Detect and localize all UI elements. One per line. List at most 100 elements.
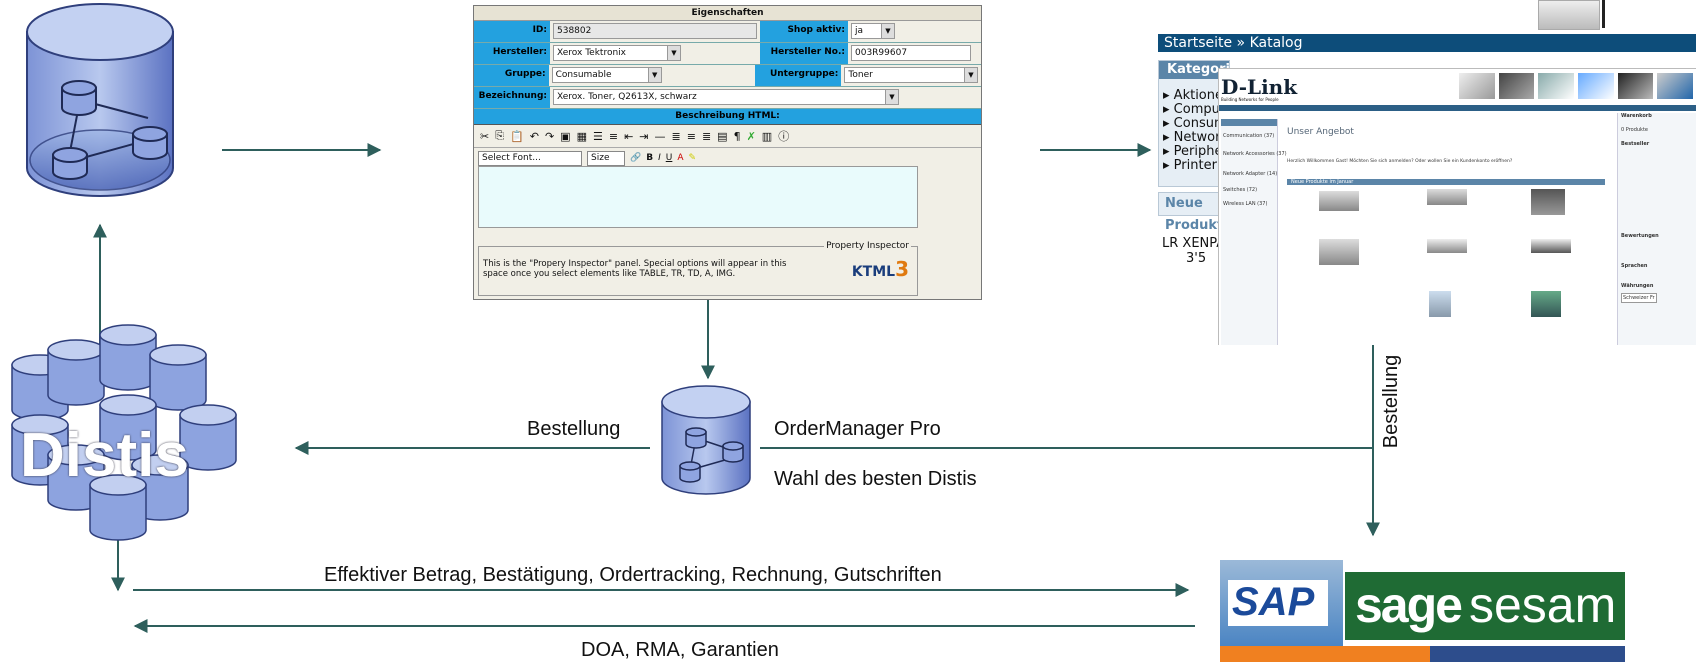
indent-icon[interactable]: ⇥ xyxy=(639,129,649,143)
clean-icon[interactable]: ✗ xyxy=(746,129,756,143)
shop-select[interactable]: ja ▼ xyxy=(851,23,895,39)
properties-panel: Eigenschaften ID: 538802 Shop aktiv: ja … xyxy=(473,5,982,300)
shop-label: Shop aktiv: xyxy=(760,21,848,42)
editor-content-area[interactable] xyxy=(478,166,918,228)
numbered-list-icon[interactable]: ≡ xyxy=(608,129,619,143)
breadcrumb[interactable]: Startseite » Katalog xyxy=(1158,34,1696,52)
neue-produkte-bar: Neue Produkte im Januar xyxy=(1287,179,1605,185)
inner-sidebar-head xyxy=(1221,119,1277,126)
source-icon[interactable]: ▥ xyxy=(761,129,773,143)
undo-icon[interactable]: ↶ xyxy=(529,129,539,143)
product-image[interactable] xyxy=(1429,291,1451,317)
banner-image xyxy=(1498,73,1535,99)
untergruppe-label: Untergruppe: xyxy=(754,65,842,86)
bestellung-label-left: Bestellung xyxy=(527,418,621,440)
paragraph-icon[interactable]: ¶ xyxy=(733,129,741,143)
help-icon[interactable]: ⓘ xyxy=(778,130,790,143)
highlight-icon[interactable]: ✎ xyxy=(688,153,697,163)
inner-nav-bar xyxy=(1219,105,1696,111)
editor-toolbar: ✂ ⎘ 📋 ↶ ↷ ▣ ▦ ☰ ≡ ⇤ ⇥ — ≣ ≡ ≣ ▤ ¶ ✗ ▥ ⓘ xyxy=(474,125,981,148)
text-color-icon[interactable]: A xyxy=(677,153,684,163)
italic-icon[interactable]: I xyxy=(658,153,661,163)
herstellerno-label: Hersteller No.: xyxy=(760,43,848,64)
ktml-logo-text: KTML xyxy=(851,264,896,280)
inspector-title: Property Inspector xyxy=(824,241,911,251)
table-icon[interactable]: ▦ xyxy=(576,129,587,143)
banner-image xyxy=(1578,73,1614,99)
sap-logo-plate xyxy=(1228,580,1328,626)
ktml-version: 3 xyxy=(895,257,909,281)
currency-select[interactable]: Schweizer Fr xyxy=(1621,293,1657,303)
hr-icon[interactable]: — xyxy=(654,129,666,143)
row-id: ID: 538802 Shop aktiv: ja ▼ xyxy=(474,21,981,43)
panel-title: Eigenschaften xyxy=(474,6,981,21)
banner-image xyxy=(1617,73,1654,99)
paste-icon[interactable]: 📋 xyxy=(510,129,524,143)
link-icon[interactable]: 🔗 xyxy=(630,153,642,163)
redo-icon[interactable]: ↷ xyxy=(544,129,555,143)
outdent-icon[interactable]: ⇤ xyxy=(624,129,634,143)
inspector-text: This is the "Propery Inspector" panel. S… xyxy=(483,259,787,279)
chevron-down-icon: ▼ xyxy=(881,24,894,38)
logo-strip-blue xyxy=(1430,646,1625,662)
wahl-label: Wahl des besten Distis xyxy=(774,468,977,490)
id-label: ID: xyxy=(474,21,550,42)
banner-image xyxy=(1657,73,1694,99)
category-item[interactable]: ▸ Aktionen xyxy=(1163,88,1232,103)
copy-icon[interactable]: ⎘ xyxy=(495,129,505,142)
effektiver-label: Effektiver Betrag, Bestätigung, Ordertra… xyxy=(324,564,942,586)
list-icon[interactable]: ☰ xyxy=(592,129,603,143)
font-select-value: Select Font... xyxy=(482,152,541,163)
distis-database-cluster-icon xyxy=(11,324,237,541)
product-image[interactable] xyxy=(1531,239,1571,253)
editor-format-bar: Select Font... Size 🔗 B I U A ✎ xyxy=(474,148,981,168)
product-thumbnail xyxy=(1538,0,1600,30)
underline-icon[interactable]: U xyxy=(665,153,673,163)
row-gruppe: Gruppe: Consumable ▼ Untergruppe: Toner … xyxy=(474,65,981,87)
ordermanager-label: OrderManager Pro xyxy=(774,418,941,440)
welcome-text: Herzlich Willkommen Gast! Möchten Sie si… xyxy=(1287,159,1513,164)
align-right-icon[interactable]: ≣ xyxy=(701,129,712,143)
dlink-tagline: Building Networks for People xyxy=(1221,97,1279,102)
neue-heading: Neue Produkte xyxy=(1165,196,1233,233)
id-field[interactable]: 538802 xyxy=(553,23,757,39)
bezeichnung-label: Bezeichnung: xyxy=(474,87,550,108)
justify-icon[interactable]: ▤ xyxy=(717,129,728,143)
size-select[interactable]: Size xyxy=(587,150,625,166)
row-hersteller: Hersteller: Xerox Tektronix ▼ Hersteller… xyxy=(474,43,981,65)
herstellerno-field[interactable]: 003R99607 xyxy=(851,45,971,61)
gruppe-label: Gruppe: xyxy=(474,65,549,86)
gruppe-value: Consumable xyxy=(555,70,612,80)
image-icon[interactable]: ▣ xyxy=(560,129,571,143)
category-item[interactable]: ▸ Printer xyxy=(1163,158,1217,173)
hersteller-select[interactable]: Xerox Tektronix ▼ xyxy=(553,45,681,61)
untergruppe-select[interactable]: Toner ▼ xyxy=(844,67,978,83)
dlink-logo: D-Link xyxy=(1221,75,1298,99)
chevron-down-icon: ▼ xyxy=(647,68,661,82)
product-image[interactable] xyxy=(1427,239,1467,253)
product-image[interactable] xyxy=(1531,189,1565,215)
bestellung-label-vertical: Bestellung xyxy=(1380,354,1403,449)
cut-icon[interactable]: ✂ xyxy=(480,129,490,143)
gruppe-select[interactable]: Consumable ▼ xyxy=(551,67,662,83)
product-image[interactable] xyxy=(1319,191,1359,211)
sage-text: sage xyxy=(1355,577,1463,633)
untergruppe-value: Toner xyxy=(848,70,873,80)
bold-icon[interactable]: B xyxy=(646,153,654,163)
product-banner xyxy=(1459,73,1694,99)
product-image[interactable] xyxy=(1427,189,1467,205)
font-select[interactable]: Select Font... xyxy=(478,150,582,166)
product-image[interactable] xyxy=(1319,239,1359,265)
distis-label: Distis xyxy=(20,421,189,490)
banner-image xyxy=(1538,73,1575,99)
sesam-text: sesam xyxy=(1469,577,1617,633)
align-center-icon[interactable]: ≡ xyxy=(686,129,696,143)
align-left-icon[interactable]: ≣ xyxy=(671,129,681,143)
bezeichnung-select[interactable]: Xerox. Toner, Q2613X, schwarz ▼ xyxy=(553,89,899,105)
product-image[interactable] xyxy=(1531,291,1561,317)
unser-angebot-heading: Unser Angebot xyxy=(1287,127,1354,137)
bezeichnung-value: Xerox. Toner, Q2613X, schwarz xyxy=(557,92,697,102)
logo-strip-orange xyxy=(1220,646,1430,662)
spacer xyxy=(665,65,755,86)
